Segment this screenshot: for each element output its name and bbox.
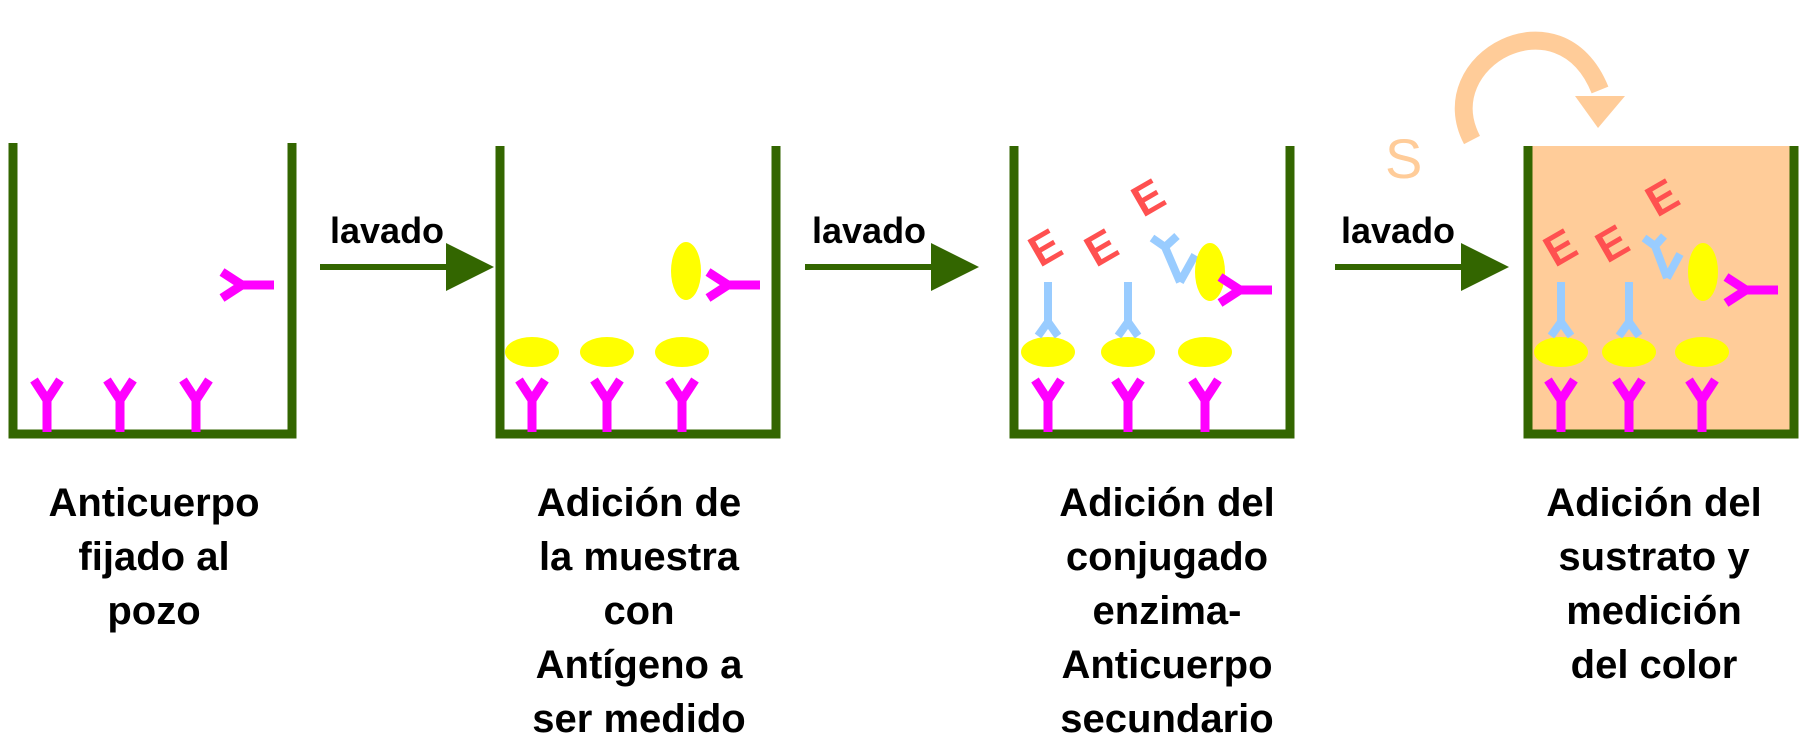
caption-line: Anticuerpo xyxy=(48,481,260,525)
step-2-caption: Adición de la muestra con Antígeno a ser… xyxy=(489,476,789,746)
well-1 xyxy=(8,143,297,439)
caption-line: del color xyxy=(1570,643,1738,687)
enzyme-label: E xyxy=(1021,220,1071,277)
caption-line: pozo xyxy=(107,589,201,633)
caption-line: secundario xyxy=(1060,697,1274,741)
step-1-caption: Anticuerpo fijado al pozo xyxy=(4,476,304,638)
well-3-contents xyxy=(1021,233,1272,432)
caption-line: sustrato y xyxy=(1558,535,1750,579)
well-2 xyxy=(495,146,781,439)
enzyme-label: E xyxy=(1124,170,1174,227)
caption-line: Adición del xyxy=(1546,481,1762,525)
step-3-caption: Adición del conjugado enzima- Anticuerpo… xyxy=(1017,476,1317,746)
well-4 xyxy=(1523,146,1799,439)
well-3 xyxy=(1009,146,1295,439)
step-4-caption: Adición del sustrato y medición del colo… xyxy=(1504,476,1804,692)
caption-line: enzima- xyxy=(1092,589,1242,633)
caption-line: la muestra xyxy=(538,535,740,579)
caption-line: Antígeno a xyxy=(535,643,743,687)
caption-line: medición xyxy=(1566,589,1742,633)
caption-line: ser medido xyxy=(532,697,746,741)
substrate-curved-arrow xyxy=(1454,31,1609,145)
capture-antibodies-well-1 xyxy=(34,272,274,432)
caption-line: conjugado xyxy=(1065,535,1269,579)
wash-label-1: lavado xyxy=(330,210,445,251)
well-2-contents xyxy=(505,242,760,432)
wash-label-3: lavado xyxy=(1341,210,1456,251)
caption-line: Adición de xyxy=(536,481,742,525)
substrate-arrowhead xyxy=(1575,96,1625,128)
caption-line: fijado al xyxy=(78,535,230,579)
substrate-label: S xyxy=(1385,127,1422,190)
caption-line: Adición del xyxy=(1059,481,1275,525)
enzyme-label: E xyxy=(1077,220,1127,277)
well-4-contents xyxy=(1534,233,1778,432)
wash-label-2: lavado xyxy=(812,210,927,251)
caption-line: Anticuerpo xyxy=(1061,643,1273,687)
caption-line: con xyxy=(603,589,675,633)
